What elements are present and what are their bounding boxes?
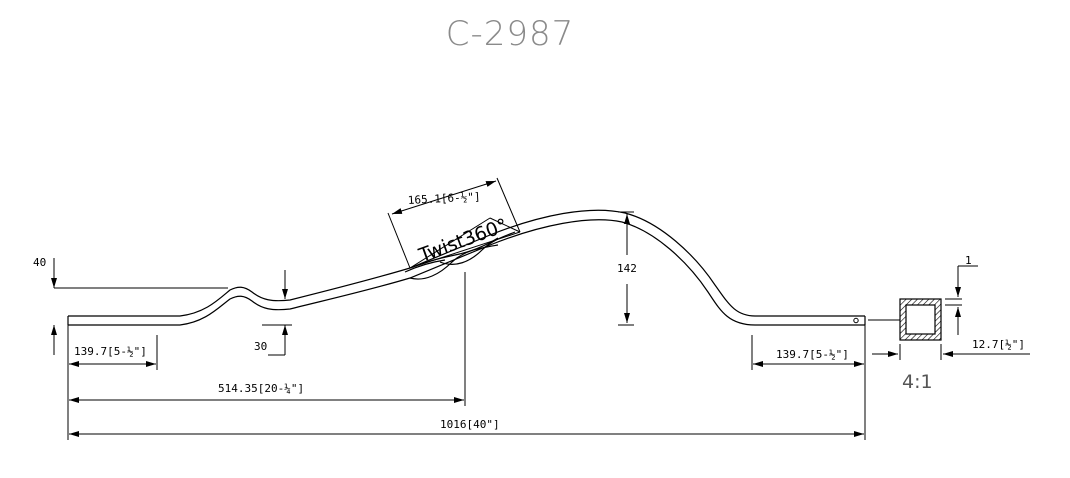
dim-left-offset: 40: [33, 256, 228, 355]
dim-overall-length: 1016[40"]: [67, 325, 866, 440]
twist-center-label: 514.35[20-¼"]: [218, 382, 304, 395]
twist-callout: 165.1[6-½"] Twist360°: [387, 177, 521, 269]
dim-rise-height: 142: [617, 211, 637, 326]
part-number: C-2987: [446, 14, 575, 54]
scale-label: 4:1: [902, 371, 933, 393]
section-inner: [905, 304, 936, 335]
bar-size-label: 12.7[½"]: [972, 338, 1025, 351]
twist-length-label: 165.1[6-½"]: [407, 190, 480, 207]
twist-label: Twist360°: [415, 214, 510, 267]
dim-right-straight: 139.7[5-½"]: [751, 335, 864, 370]
section-view: 1 12.7[½"] 4:1: [868, 254, 1030, 393]
left-offset-label: 40: [33, 256, 46, 269]
wall-thickness-label: 1: [965, 254, 972, 267]
overall-length-label: 1016[40"]: [440, 418, 500, 431]
dip-depth-label: 30: [254, 340, 267, 353]
rise-height-label: 142: [617, 262, 637, 275]
dim-left-straight: 139.7[5-½"]: [69, 335, 158, 370]
hole-icon: [853, 317, 859, 324]
dim-dip-depth: 30: [254, 270, 292, 356]
left-straight-label: 139.7[5-½"]: [74, 345, 147, 358]
right-straight-label: 139.7[5-½"]: [776, 348, 849, 361]
dim-twist-center: 514.35[20-¼"]: [69, 272, 466, 406]
